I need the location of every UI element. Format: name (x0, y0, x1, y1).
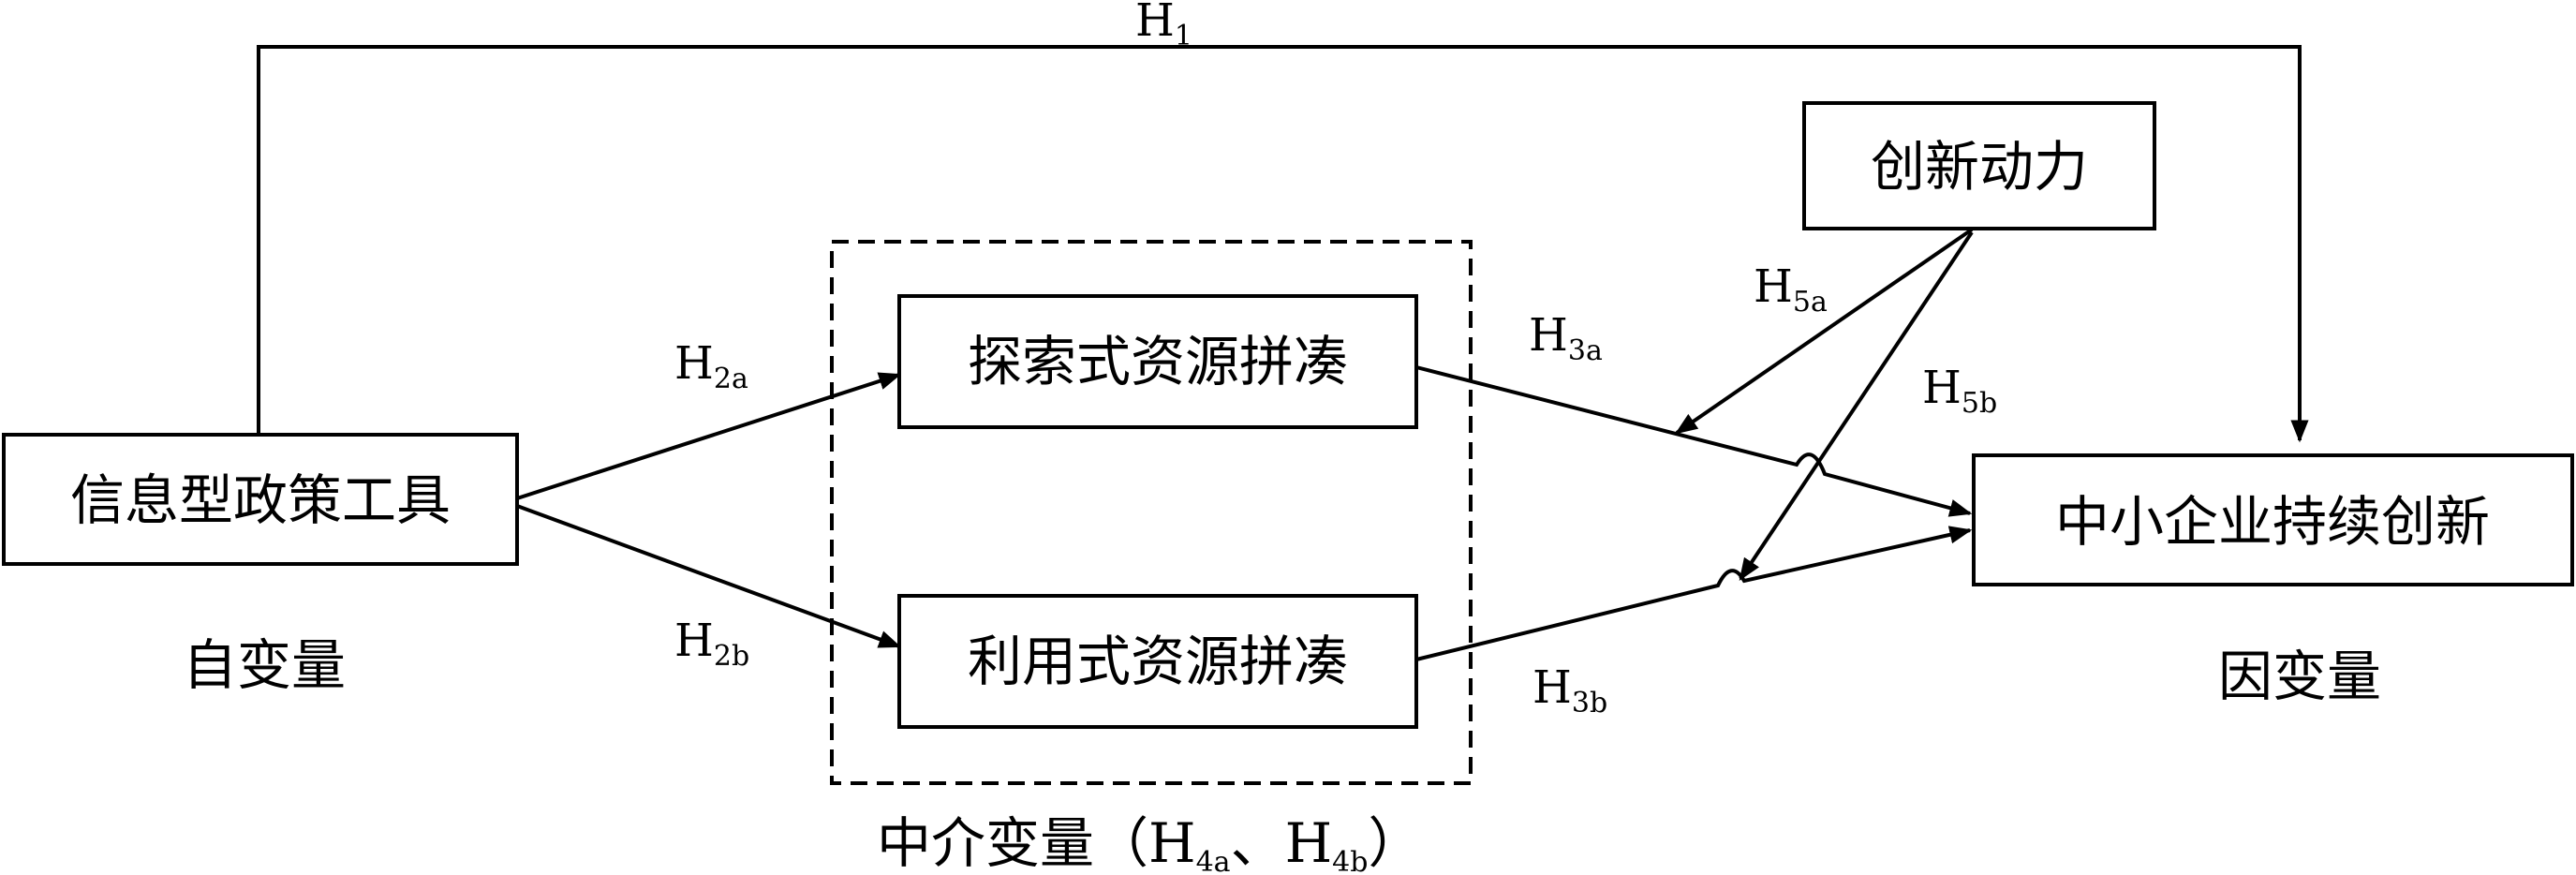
node-moderator: 创新动力 (1802, 101, 2156, 230)
label-h5b: H5b (1922, 362, 1997, 420)
h2b-arrow (516, 504, 902, 648)
caption-mediator-prefix: 中介变量（H (877, 811, 1196, 875)
caption-independent: 自变量 (183, 633, 346, 697)
label-h5a: H5a (1754, 260, 1828, 319)
mediator-group-frame (830, 240, 1473, 785)
caption-mediator-sep: 、H (1231, 811, 1333, 875)
node-dependent: 中小企业持续创新 (1972, 453, 2574, 586)
label-h3b: H3b (1532, 661, 1607, 719)
h3b-arrow (1415, 526, 1973, 661)
label-h2b: H2b (674, 615, 749, 673)
node-moderator-label: 创新动力 (1871, 135, 2088, 199)
node-explore: 探索式资源拼凑 (897, 294, 1418, 429)
label-h1: H1 (1135, 0, 1192, 52)
node-independent: 信息型政策工具 (2, 433, 519, 566)
node-independent-label: 信息型政策工具 (70, 468, 451, 532)
caption-mediator-suffix: ） (1368, 811, 1422, 875)
caption-mediator-sub1: 4a (1196, 846, 1231, 875)
caption-dependent: 因变量 (2218, 645, 2381, 708)
caption-mediator-sub2: 4b (1332, 846, 1368, 875)
node-exploit: 利用式资源拼凑 (897, 594, 1418, 729)
label-h3a: H3a (1529, 309, 1603, 367)
h5b-arrow (1739, 230, 1974, 581)
label-h2a: H2a (674, 337, 748, 395)
h3a-arrow (1415, 365, 1973, 517)
node-dependent-label: 中小企业持续创新 (2055, 490, 2490, 554)
h2a-arrow (516, 372, 902, 500)
h5a-arrow (1675, 228, 1974, 435)
node-explore-label: 探索式资源拼凑 (968, 330, 1348, 393)
caption-mediator: 中介变量（H4a、H4b） (877, 811, 1422, 875)
h1-path (257, 45, 2309, 443)
node-exploit-label: 利用式资源拼凑 (968, 630, 1348, 693)
